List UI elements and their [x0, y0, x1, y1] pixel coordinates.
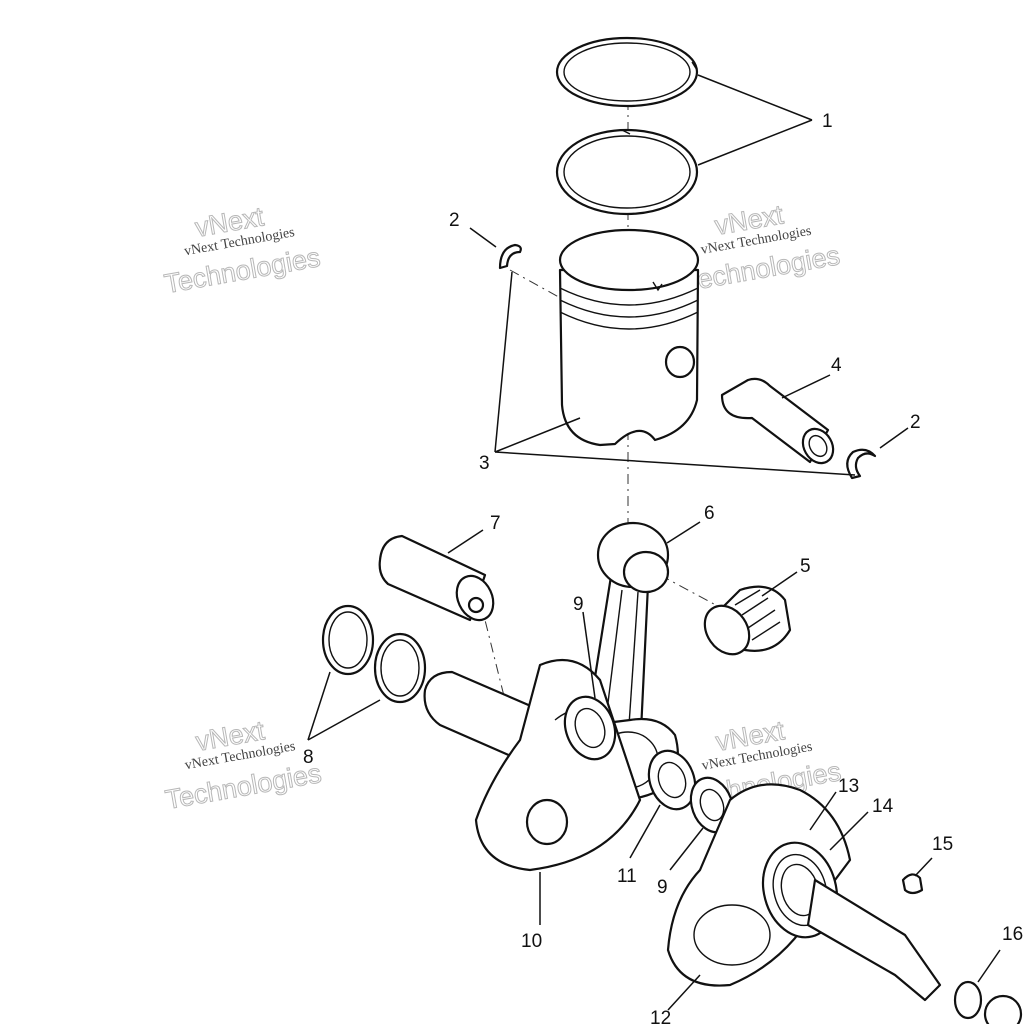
output-shaft [806, 878, 942, 1002]
leader-1a [697, 74, 813, 121]
piston [558, 228, 700, 447]
woodruff-key [901, 873, 924, 895]
callout-1: 1 [822, 111, 833, 132]
leader-9b [669, 827, 704, 871]
circlip-right [846, 448, 877, 480]
leader-4 [781, 374, 831, 399]
callout-2-left: 2 [449, 210, 460, 231]
callout-5: 5 [800, 556, 811, 577]
leader-2b [879, 427, 909, 449]
crankpin-axis [479, 599, 506, 701]
callout-9-upper: 9 [573, 594, 584, 615]
callout-13: 13 [838, 776, 859, 797]
leader-5 [761, 571, 798, 597]
callout-10: 10 [521, 931, 542, 952]
leader-12 [667, 974, 701, 1011]
leader-7 [447, 529, 484, 554]
circlip-left [498, 243, 522, 270]
seal-ring-inner [373, 632, 427, 704]
callout-9-lower: 9 [657, 877, 668, 898]
leader-8a [307, 671, 331, 741]
leader-15 [914, 857, 933, 877]
seal-ring-inner-inner [380, 639, 420, 697]
callout-15: 15 [932, 834, 953, 855]
callout-4: 4 [831, 355, 842, 376]
callout-3: 3 [479, 453, 490, 474]
leader-8b [307, 699, 381, 741]
leader-3a [494, 271, 513, 453]
piston-pin [720, 377, 835, 465]
seal-ring-outer [321, 604, 375, 676]
callout-8: 8 [303, 747, 314, 768]
thrust-washer [647, 749, 697, 811]
shaft-washer [953, 980, 983, 1020]
leader-9a [582, 611, 596, 699]
washer-9-upper-inner [574, 707, 606, 749]
piston-ring-lower [555, 128, 699, 216]
leader-3c [494, 451, 856, 476]
leader-3b [494, 417, 581, 453]
leader-14 [829, 811, 869, 851]
shaft-nut [983, 994, 1023, 1024]
callout-11: 11 [617, 866, 637, 887]
bearing-axis [659, 574, 726, 611]
callout-6: 6 [704, 503, 715, 524]
leader-16 [977, 949, 1001, 983]
leader-11 [629, 804, 661, 859]
washer-9-upper [563, 695, 617, 761]
needle-bearing [703, 585, 792, 656]
callout-16: 16 [1002, 924, 1023, 945]
watermark-top-left: vNext vNext Technologies Technologies [162, 201, 323, 300]
crank-pin [378, 534, 495, 622]
watermark-bottom-left: vNext vNext Technologies Technologies [163, 715, 324, 816]
seal-ring-outer-inner [328, 611, 368, 669]
callout-2-right: 2 [910, 412, 921, 433]
crank-half-right [666, 783, 852, 987]
leader-13 [809, 791, 837, 831]
callout-14: 14 [872, 796, 894, 817]
leader-2a [469, 227, 497, 248]
leader-6 [666, 521, 701, 544]
callout-12: 12 [650, 1008, 671, 1024]
callout-7: 7 [490, 513, 501, 534]
piston-ring-upper [555, 36, 699, 108]
leader-1b [697, 119, 813, 166]
